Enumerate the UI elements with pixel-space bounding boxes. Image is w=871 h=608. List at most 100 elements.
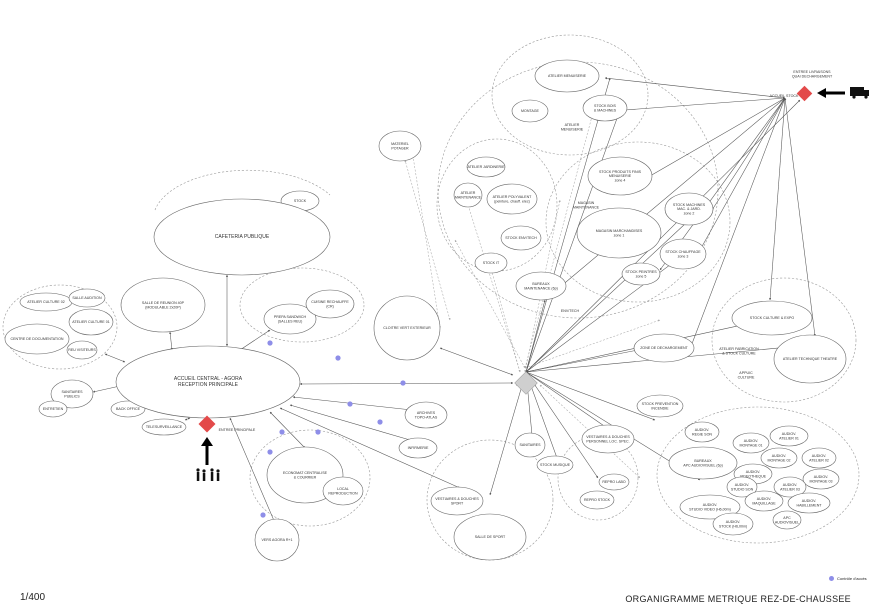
node-vers-agora: VERS AGORA R+1 [254,518,300,562]
node-shape-vers-agora [254,518,300,562]
label-atelier02-1: AUDIOV. [812,454,826,458]
node-salle-reunion: SALLE DE REUNION 40P(MODULABLE 2x20P) [120,277,206,333]
label-atelier01-1: AUDIOV. [782,432,796,436]
label-magasin-maintenance-2: MAINTENANCE [573,205,600,209]
access-control-dot-1 [267,340,273,346]
node-infirmerie: INFIRMERIE [398,437,438,459]
link-31 [169,331,173,351]
label-atelier-culture-02: ATELIER CULTURE 02 [27,300,64,304]
label-atelier-jardinerie: ATELIER JARDINERIE [467,165,505,169]
link-23 [699,97,786,251]
label-appuic-culture-2: CULTURE [738,375,755,379]
delivery-arrowhead [817,88,826,98]
group-cafeteria-arc [154,169,331,211]
link-21 [649,97,786,177]
link-25 [784,97,816,337]
label-stock-peintres-1: STOCK PEINTRES [625,270,657,274]
node-shape-cloitre [373,295,441,361]
node-stock-bois: STOCK BOIS& MACHINES [582,94,628,122]
label-stock-audiov-2: STOCK (H6,00m) [719,524,747,528]
node-shape-magasin-marchandises [576,207,662,259]
label-archives-1: ARCHIVES [417,411,436,415]
label-stock-top: STOCK [294,199,307,203]
label-montage01-1: AUDIOV. [744,439,758,443]
label-montage02-1: AUDIOV. [772,454,786,458]
acces-hub-diamond [514,371,538,395]
link-11 [525,371,611,431]
node-atelier-menuiserie: ATELIER MENUISERIE [534,59,600,93]
link-34 [289,404,411,441]
node-salle-audition: SALLE AUDITION [68,288,106,308]
label-videotheque-2: VIDEOTHEQUE [740,474,767,478]
link-24 [769,97,786,301]
node-shape-montage01 [732,432,770,454]
node-shape-maquillage [744,490,784,512]
node-atelier01: AUDIOV.ATELIER 01 [769,425,809,447]
node-regie-son: AUDIOV.REGIE SON [684,421,720,443]
label-salle-sport: SALLE DE SPORT [475,535,506,539]
label-salle-reunion-1: SALLE DE REUNION 40P [142,301,185,305]
node-atelier-culture-02: ATELIER CULTURE 02 [19,292,73,312]
node-shape-repro-stock [579,490,615,510]
label-montage03-2: MONTAGE 03 [810,479,833,483]
node-shape-atelier-theatre [773,334,847,384]
node-shape-cuisine [305,289,355,319]
label-stock-audiov-1: AUDIOV. [726,520,740,524]
node-centre-doc: CENTRE DE DOCUMENTATION [4,323,70,355]
node-shape-atelier02 [801,447,837,469]
link-20 [624,97,786,111]
node-repro-stock: REPRO STOCK [579,490,615,510]
label-entretien: ENTRETIEN [43,407,64,411]
node-shape-vestiaires-perso [581,424,635,454]
entrance-arrowhead [201,437,213,446]
link-8 [525,349,639,373]
group-audiovisuel [656,406,860,544]
access-control-dot-3 [400,380,406,386]
label-stock-bois-2: & MACHINES [594,108,617,112]
label-atelier-polyvalent-1: ATELIER POLYVALENT [493,195,533,199]
text-envtech: ENV/TECH [561,309,580,313]
node-shape-montage03 [802,468,840,490]
label-sanitaires-publics-2: PUBLICS [64,394,80,398]
text-accueil-stock: ACCUEIL STOCK [770,94,799,98]
label-videotheque-1: AUDIOV. [746,470,760,474]
node-shape-prepa [263,303,317,335]
label-vestiaires-sport-1: VESTIAIRES & DOUCHES [435,497,479,501]
entrance-diamond-principale [198,415,216,433]
label-studio-video-2: STUDIO VIDEO (H6,00m) [689,507,731,511]
node-atelier-theatre: ATELIER TECHNIQUE THEATRE [773,334,847,384]
node-atelier-culture-01: ATELIER CULTURE 01 [68,308,114,336]
label-cafeteria: CAFETERIA PUBLIQUE [215,234,270,240]
node-telesurv: TELESURVEILLANCE [141,418,187,436]
node-shape-atelier-culture-01 [68,308,114,336]
node-montage02: AUDIOV.MONTAGE 02 [760,447,798,469]
label-atelier01-2: ATELIER 01 [779,436,799,440]
link-38 [92,385,121,393]
label-infirmerie: INFIRMERIE [408,446,429,450]
access-control-dots [260,340,406,518]
label-accueil-1: ACCUEIL CENTRAL - AGORA [174,376,243,382]
label-appuic-culture-1: APPUIC [739,371,753,375]
node-shape-studio-son [726,476,758,498]
label-atelier-theatre: ATELIER TECHNIQUE THEATRE [783,357,838,361]
label-studio-son-2: STUDIO SON [731,487,754,491]
node-shape-local-repro [322,476,364,506]
link-32 [239,329,271,351]
label-repro-labo: REPRO LABO [602,480,626,484]
link-36 [279,407,461,489]
entrance-livraisons-marker [796,85,869,102]
link-10 [525,371,656,421]
node-atelier-jardinerie: ATELIER JARDINERIE [466,156,506,178]
label-magasin-marchandises-1: MAGASIN MARCHANDISES [596,229,643,233]
